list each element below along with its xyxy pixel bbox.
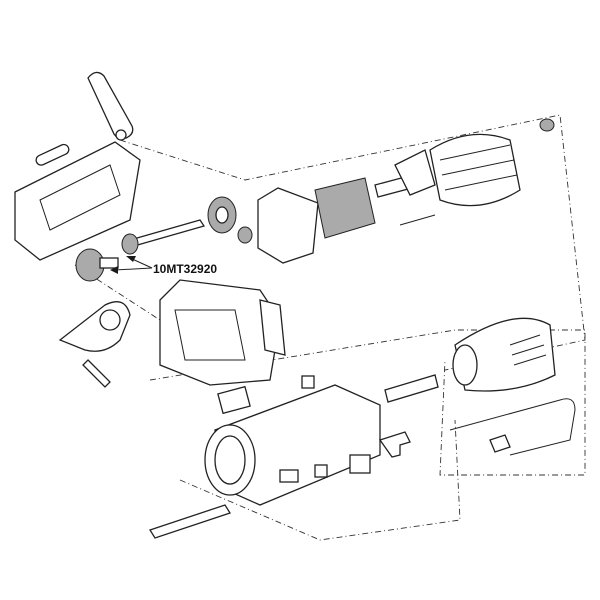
- gear-housing-cover: [14, 141, 141, 261]
- guide-line-bottom: [149, 329, 586, 476]
- guide-line-top: [119, 114, 586, 371]
- switch-parts: [149, 375, 411, 539]
- gear-case: [159, 279, 286, 386]
- motor-housing: [204, 384, 381, 506]
- guide-line-lower: [179, 419, 461, 541]
- drive-gears: [207, 196, 253, 244]
- side-handle: [87, 71, 134, 141]
- rear-cap: [452, 317, 556, 392]
- callout-arrows: [110, 256, 153, 274]
- armature: [257, 176, 409, 264]
- spindle-shaft: [75, 219, 206, 282]
- bearing-plate: [58, 301, 131, 388]
- field-stator: [394, 118, 555, 226]
- power-cord: [384, 374, 576, 456]
- part-number-callout: 10MT32920: [153, 262, 218, 276]
